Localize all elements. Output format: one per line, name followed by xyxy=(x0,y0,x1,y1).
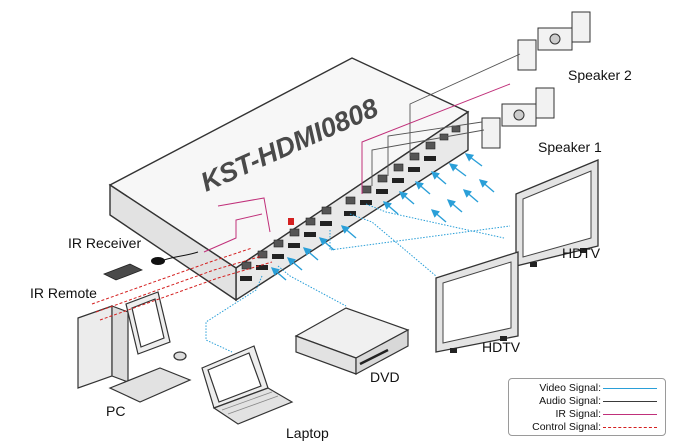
legend-ir-line xyxy=(603,414,657,415)
speaker-2 xyxy=(517,11,591,71)
speaker-1-label: Speaker 1 xyxy=(538,139,602,155)
ir-receiver-label: IR Receiver xyxy=(68,235,142,251)
control-signal-lines xyxy=(91,247,273,321)
audio-signal-lines xyxy=(371,53,521,186)
ir-remote-label: IR Remote xyxy=(30,285,97,301)
ir-signal-lines xyxy=(203,83,511,253)
video-signal-lines xyxy=(205,203,511,353)
pc-label: PC xyxy=(106,403,126,419)
legend-item-audio: Audio Signal: xyxy=(513,395,663,407)
legend-item-control: Control Signal: xyxy=(513,421,663,433)
legend-video-line xyxy=(603,388,657,389)
ir-receiver xyxy=(151,251,199,265)
ir-remote xyxy=(103,263,143,281)
signal-legend: Video Signal: Audio Signal: IR Signal: C… xyxy=(508,378,666,436)
hdtv-left xyxy=(435,251,519,353)
legend-control-line xyxy=(603,427,657,428)
legend-video-label: Video Signal: xyxy=(539,382,601,394)
speaker-1 xyxy=(481,87,555,149)
hdtv-left-label: HDTV xyxy=(482,339,521,355)
legend-audio-label: Audio Signal: xyxy=(539,395,601,407)
hdtv-right xyxy=(515,159,599,267)
video-signal-arrows xyxy=(270,153,495,281)
matrix-switcher xyxy=(108,57,470,302)
dvd-player xyxy=(294,307,410,376)
legend-item-video: Video Signal: xyxy=(513,382,663,394)
dvd-label: DVD xyxy=(370,369,400,385)
laptop xyxy=(201,345,294,425)
pc xyxy=(77,291,192,403)
hdtv-right-label: HDTV xyxy=(562,245,601,261)
laptop-label: Laptop xyxy=(286,425,329,441)
legend-item-ir: IR Signal: xyxy=(513,408,663,420)
legend-control-label: Control Signal: xyxy=(532,421,601,433)
legend-ir-label: IR Signal: xyxy=(555,408,601,420)
legend-audio-line xyxy=(603,401,657,402)
speaker-2-label: Speaker 2 xyxy=(568,67,632,83)
